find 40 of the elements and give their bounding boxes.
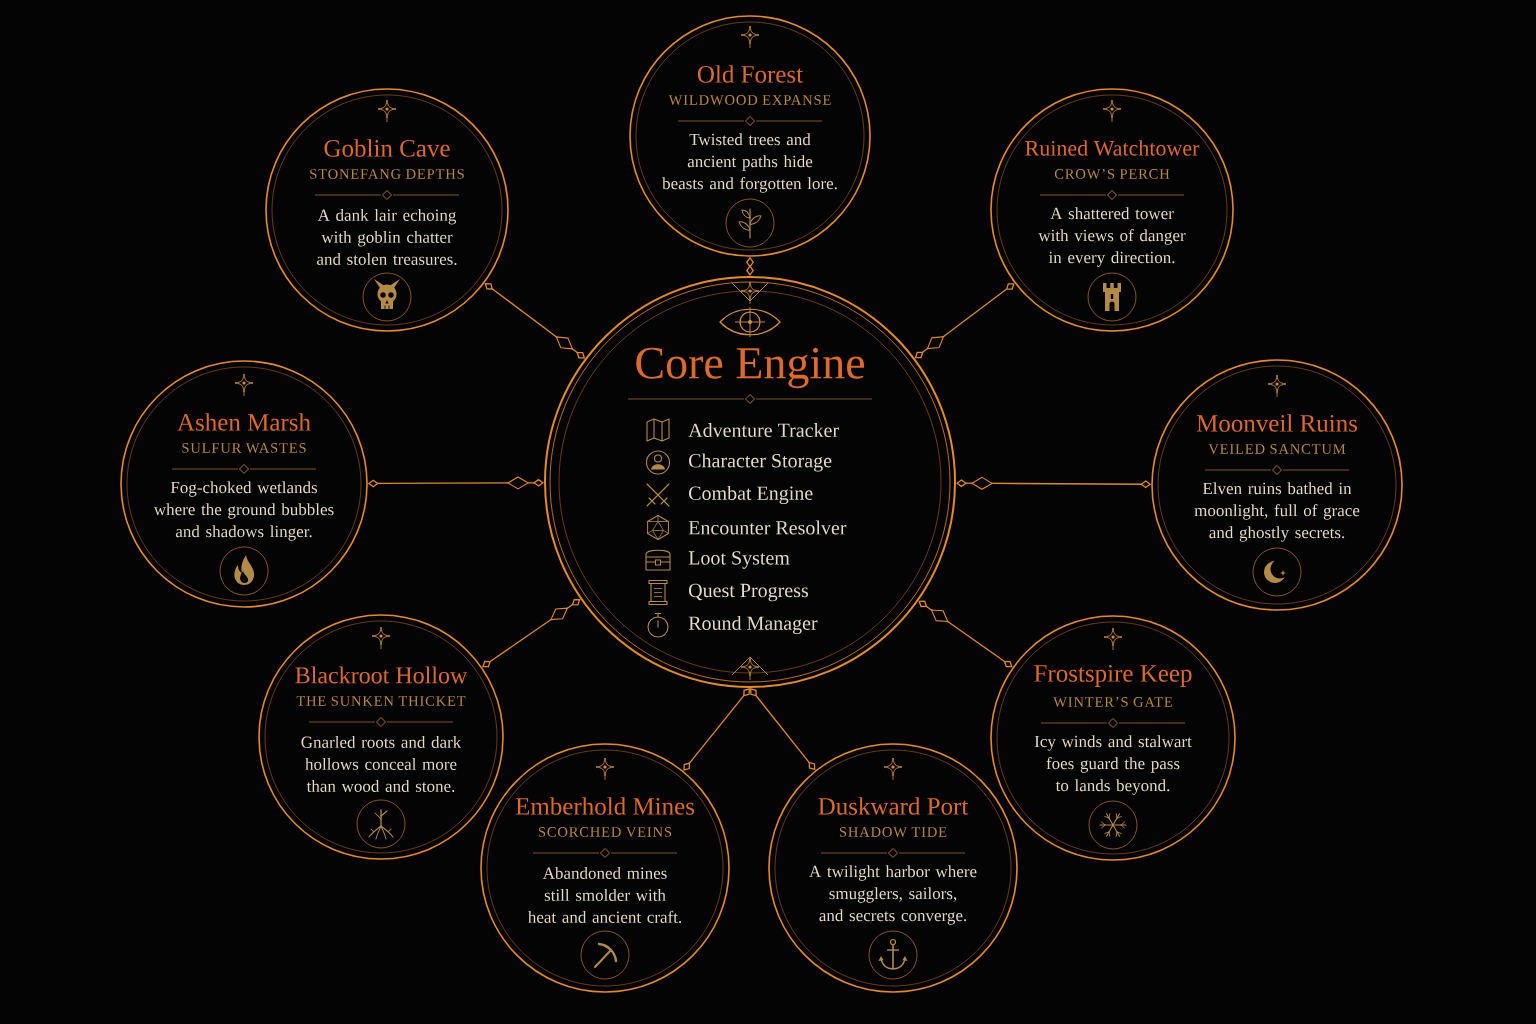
description: Elven ruins bathed in moonlight, full of grace and ghostly secrets. [1194, 482, 1360, 542]
location-subtitle: WINTER’S GATE [1053, 697, 1173, 707]
list-item: Adventure Tracker [688, 422, 839, 438]
location-subtitle: VEILED SANCTUM [1208, 444, 1346, 454]
description: Fog-choked wetlands where the ground bubbles and shadows linger. [153, 481, 334, 541]
description: Twisted trees and ancient paths hide beasts and forgotten lore. [662, 133, 837, 193]
description: A shattered tower with views of danger in every direction. [1038, 207, 1186, 267]
list-item: Character Storage [689, 453, 832, 472]
list-item: Combat Engine [689, 485, 813, 505]
connector [683, 688, 750, 771]
location-subtitle: CROW’S PERCH [1054, 169, 1170, 179]
location-title: Goblin Cave [324, 139, 450, 157]
connector [914, 283, 1015, 359]
location-title: Emberhold Mines [515, 797, 695, 815]
location-subtitle: SHADOW TIDE [839, 827, 947, 837]
location-title: Old Forest [697, 65, 803, 83]
location-subtitle: SULFUR WASTES [182, 443, 306, 453]
list-item: Round Manager [688, 615, 818, 635]
description: Abandoned mines still smolder with heat and ancient craft. [528, 867, 682, 923]
description: A twilight harbor where smugglers, sailors, and secrets converge. [809, 865, 977, 925]
location-title: Moonveil Ruins [1196, 414, 1358, 432]
list-item: Quest Progress [689, 583, 809, 602]
location-subtitle: SCORCHED VEINS [538, 827, 672, 837]
location-title: Ashen Marsh [177, 413, 311, 431]
connector [750, 688, 816, 771]
hub-title: Core Engine [636, 347, 865, 389]
location-title: Blackroot Hollow [295, 666, 468, 684]
location-subtitle: THE SUNKEN THICKET [296, 696, 466, 706]
list-item: Encounter Resolver [688, 520, 847, 535]
location-title: Frostspire Keep [1034, 665, 1192, 687]
list-item: Loot System [688, 551, 790, 569]
location-subtitle: WILDWOOD EXPANSE [668, 95, 831, 105]
connector [918, 600, 1013, 668]
location-title: Duskward Port [818, 797, 969, 815]
description: Gnarled roots and dark hollows conceal more than wood and stone. [301, 736, 462, 792]
connector [482, 598, 581, 668]
description: A dank lair echoing with goblin chatter and stolen treasures. [317, 209, 457, 265]
description: Icy winds and stalwart foes guard the pass to lands beyond. [1034, 735, 1192, 795]
location-title: Ruined Watchtower [1025, 140, 1200, 156]
location-subtitle: STONEFANG DEPTHS [310, 169, 464, 179]
